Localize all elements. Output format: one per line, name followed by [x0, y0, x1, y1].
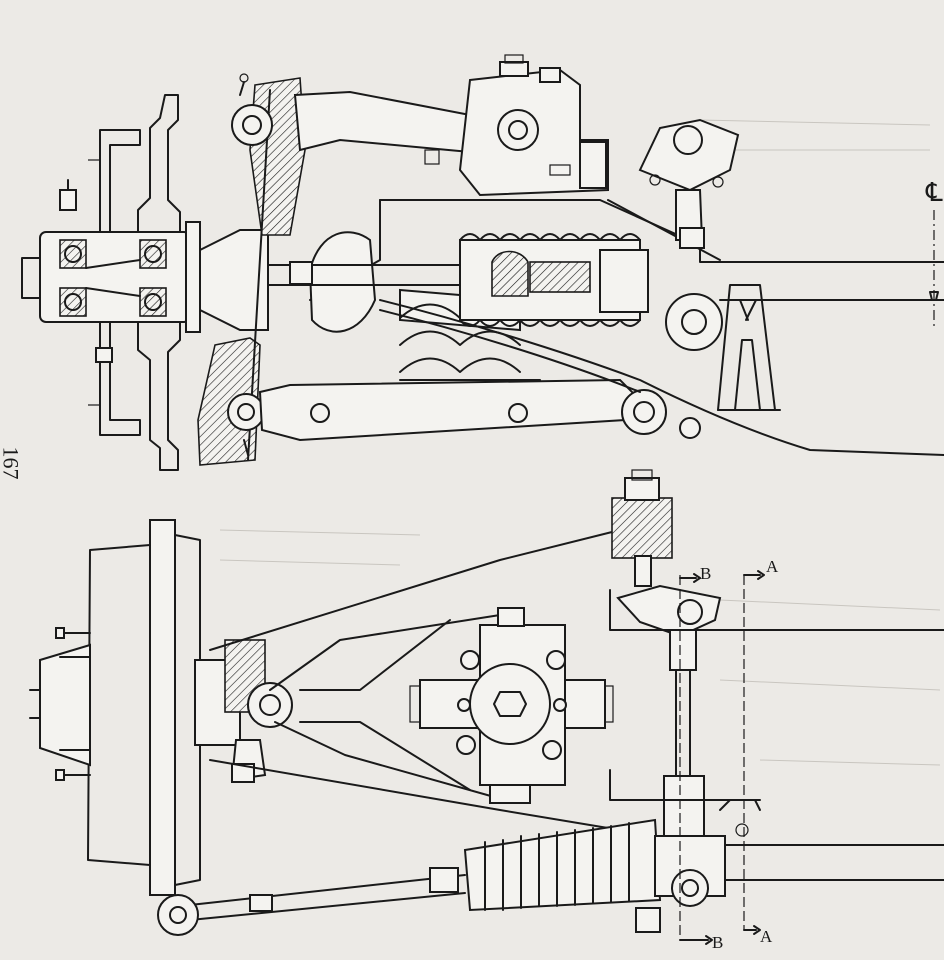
hub-cap	[39, 643, 91, 767]
page-number: 167	[0, 446, 24, 480]
drum-flange	[99, 129, 141, 436]
steering-knuckle	[199, 229, 269, 331]
lower-pivot-bolt	[621, 389, 667, 435]
tie-rod-plan	[189, 874, 466, 921]
brake-drum-profile	[137, 94, 181, 471]
damper-plan	[409, 607, 614, 804]
frame-plan	[609, 589, 944, 881]
upper-trunnion-eye	[231, 104, 273, 146]
wheel-studs	[55, 627, 91, 781]
section-label-a-top: A	[766, 557, 779, 576]
bleed-through-text	[219, 119, 941, 766]
section-lines	[679, 570, 765, 945]
section-label-b-bottom: B	[712, 933, 724, 952]
centreline-symbol: ℄	[926, 178, 943, 207]
swivel-joint	[247, 682, 293, 728]
pivot-bush	[611, 469, 673, 587]
section-label-a-bottom: A	[760, 927, 773, 946]
brake-drum-plan	[149, 519, 176, 896]
rubber-gaiter	[459, 233, 649, 327]
front-elevation-view	[21, 54, 944, 471]
tie-rod-end	[157, 894, 199, 936]
mounting-bracket	[717, 284, 776, 411]
steering-rack-gaiter	[463, 818, 726, 933]
steering-column	[638, 118, 740, 351]
section-label-b-top: B	[700, 564, 712, 583]
steering-column-plan	[616, 584, 761, 847]
brake-pipe	[379, 299, 944, 456]
lower-kingpin	[197, 337, 261, 466]
plan-view	[29, 469, 944, 945]
rubber-bump-stop	[308, 231, 377, 333]
lower-trunnion-eye	[227, 393, 265, 431]
